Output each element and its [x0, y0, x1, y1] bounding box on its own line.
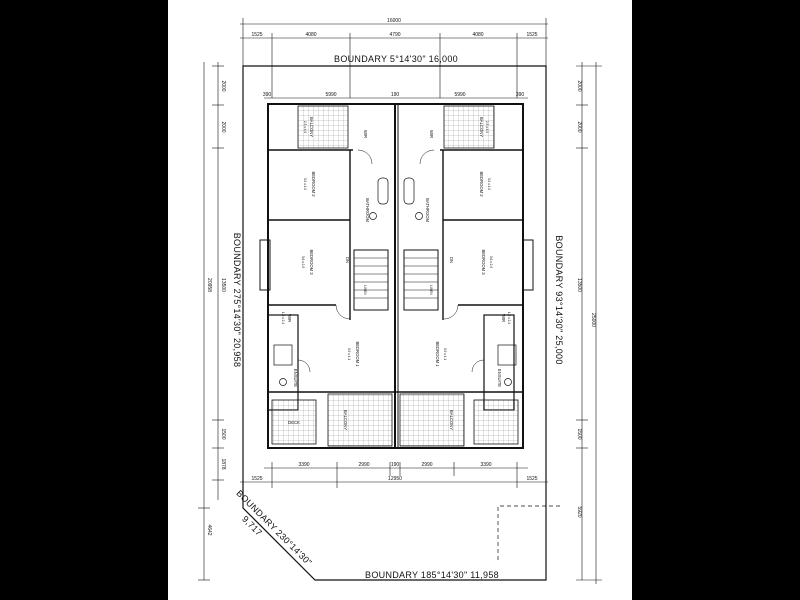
boundary-diagonal-label: BOUNDARY 230°14'30"	[234, 488, 314, 568]
bedroom1-right-label: BEDROOM 1	[435, 341, 440, 367]
site-boundary	[242, 65, 547, 581]
bottom-dimension-lines	[240, 462, 548, 488]
bathroom-right-label: BATHROOM	[425, 198, 430, 222]
balcony-top-right-label: BALCONY	[479, 117, 484, 137]
boundary-bottom-label: BOUNDARY 185°14'30" 11,958	[365, 570, 499, 580]
dim-upper-seg-3: 190	[391, 92, 400, 98]
dim-bottom-seg-2: 2990	[358, 462, 369, 468]
dn-left-label: DN	[345, 257, 350, 263]
dim-top-seg-1: 1525	[251, 32, 262, 38]
dim-top-total: 16000	[387, 18, 401, 24]
dim-upper-seg-2: 5990	[325, 92, 336, 98]
bedroom2-right-size: 3.2 x 4.0	[487, 178, 491, 190]
dn-right-label: DN	[449, 257, 454, 263]
wir-left-label: WIR	[363, 130, 368, 138]
dim-bottom-edge-right: 1525	[526, 476, 537, 482]
boundary-top-label: BOUNDARY 5°14'30" 16,000	[334, 54, 458, 64]
balcony-bottom-left-label: BALCONY	[343, 410, 348, 430]
door-swings	[297, 149, 485, 373]
dim-top-seg-5: 1525	[526, 32, 537, 38]
balcony-top-left-tiles	[297, 105, 349, 149]
dim-left-6: 4642	[206, 524, 212, 535]
balcony-top-right-tiles	[443, 105, 495, 149]
dim-bottom-seg-4: 2990	[421, 462, 432, 468]
top-dimension-lines	[240, 18, 548, 99]
stair-treads	[354, 257, 438, 299]
dim-bottom-edge-left: 1525	[251, 476, 262, 482]
dim-top-seg-2: 4080	[305, 32, 316, 38]
dim-left-2: 2000	[220, 121, 226, 132]
balcony-bottom-left-tiles	[327, 393, 393, 447]
dim-upper-seg-1: 390	[263, 92, 272, 98]
bedroom3-left-label: BEDROOM 3	[309, 249, 314, 275]
dim-bottom-total: 12950	[388, 476, 402, 482]
ensuite-left-label: ENSUITE	[293, 369, 298, 387]
dim-bottom-seg-5: 3390	[480, 462, 491, 468]
boundary-left-label: BOUNDARY 275°14'30" 20,958	[232, 233, 242, 368]
wir-b1-right-label: WIR	[501, 314, 506, 322]
dim-top-seg-3: 4790	[389, 32, 400, 38]
bedroom2-left-size: 3.2 x 4.0	[303, 178, 307, 190]
dim-right-2: 2000	[576, 121, 582, 132]
bedroom1-left-label: BEDROOM 1	[355, 341, 360, 367]
bedroom1-left-size: 3.9 x 4.1	[347, 348, 351, 360]
room-labels: BALCONY 2.3 x 4.0 BALCONY 2.3 x 4.0 WIR …	[281, 117, 511, 430]
dim-left-inner: 13500	[220, 278, 226, 292]
bedroom3-right-size: 3.6 x 2.9	[489, 256, 493, 268]
carport-outline	[497, 505, 560, 560]
balcony-top-right-size: 2.3 x 4.0	[485, 121, 489, 133]
dim-upper-seg-5: 390	[516, 92, 525, 98]
dim-bottom-seg-3: 190	[391, 462, 400, 468]
dim-bottom-seg-1: 3390	[298, 462, 309, 468]
wir-right-label: WIR	[429, 130, 434, 138]
bedroom1-right-size: 3.9 x 4.1	[443, 348, 447, 360]
linen-right-label: LINEN	[429, 285, 433, 295]
deck-right-tiles	[473, 399, 519, 445]
balcony-top-left-size: 2.3 x 4.0	[303, 121, 307, 133]
dim-right-total: 25000	[590, 313, 596, 327]
dim-right-4: 5920	[576, 506, 582, 517]
building-walls	[259, 103, 534, 449]
balcony-bottom-right-tiles	[399, 393, 465, 447]
floor-plan-drawing: 16000 1525 4080 4790 4080 1525 390 5990 …	[198, 18, 602, 584]
floor-plan-sheet: 16000 1525 4080 4790 4080 1525 390 5990 …	[168, 0, 632, 600]
linen-left-label: LINEN	[363, 285, 367, 295]
bathroom-left-label: BATHROOM	[365, 198, 370, 222]
wir-b1-right-size: 1.5 x 2.4	[507, 312, 511, 324]
dim-upper-seg-4: 5990	[454, 92, 465, 98]
dim-left-1: 2000	[220, 80, 226, 91]
bedroom2-right-label: BEDROOM 2	[479, 171, 484, 197]
balcony-top-left-label: BALCONY	[309, 117, 314, 137]
dim-left-total: 20958	[206, 278, 212, 292]
balcony-bottom-right-label: BALCONY	[449, 410, 454, 430]
dim-right-inner: 13500	[576, 278, 582, 292]
left-dimension-lines	[198, 62, 224, 581]
bedroom3-right-label: BEDROOM 3	[481, 249, 486, 275]
wir-b1-left-label: WIR	[287, 314, 292, 322]
dim-left-5: 1878	[220, 458, 226, 469]
dim-left-4: 1500	[220, 428, 226, 439]
dim-right-3: 1500	[576, 428, 582, 439]
dim-right-1: 2000	[576, 80, 582, 91]
deck-tiles	[271, 399, 317, 445]
bedroom2-left-label: BEDROOM 2	[311, 171, 316, 197]
boundary-right-label: BOUNDARY 93°14'30" 25,000	[554, 235, 564, 364]
deck-label: DECK	[288, 420, 300, 425]
dim-top-seg-4: 4080	[472, 32, 483, 38]
bathroom-fixtures	[273, 177, 517, 386]
ensuite-right-label: ENSUITE	[497, 369, 502, 387]
wir-b1-left-size: 1.5 x 2.4	[281, 312, 285, 324]
right-dimension-lines	[576, 62, 602, 584]
bedroom3-left-size: 3.6 x 2.9	[301, 256, 305, 268]
